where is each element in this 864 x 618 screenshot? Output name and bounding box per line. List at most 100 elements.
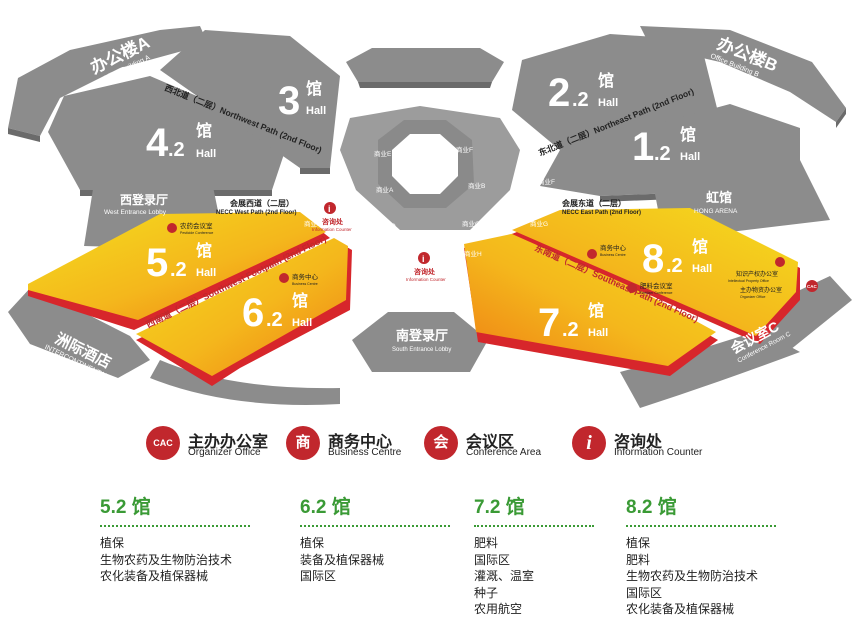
svg-text:4: 4: [146, 121, 169, 165]
pesticide-office-marker[interactable]: 农药会议室 Pesticide Conference: [167, 221, 213, 235]
svg-text:Hall: Hall: [196, 267, 216, 279]
hall-5-2[interactable]: [28, 212, 330, 330]
hall-8-2[interactable]: [512, 208, 800, 344]
hall-title: 7.2 馆: [474, 497, 525, 518]
conference-icon: 会: [424, 426, 458, 460]
svg-text:农药会议室: 农药会议室: [180, 221, 213, 230]
svg-text:CAC: CAC: [807, 284, 817, 289]
svg-text:咨询处: 咨询处: [414, 267, 436, 276]
svg-text:商务中心: 商务中心: [600, 243, 627, 252]
hall-item: 灌溉、温室: [474, 569, 535, 583]
south-entrance-lobby[interactable]: [352, 312, 488, 372]
hall-4-2-label: 4 .2 馆 Hall: [146, 121, 216, 165]
west-path-en: NECC West Path (2nd Floor): [216, 210, 297, 216]
svg-text:Hall: Hall: [680, 151, 700, 163]
shop-g: 商业G: [530, 219, 548, 228]
hall-8-2-label: 8 .2 馆 Hall: [642, 237, 712, 281]
hong-arena-cn: 虹馆: [706, 190, 732, 205]
shop-f2: 商业F: [538, 177, 555, 186]
hall-item: 农化装备及植保器械: [100, 569, 209, 583]
svg-text:知识产权办公室: 知识产权办公室: [736, 270, 778, 278]
hall-6-2-label: 6 .2 馆 Hall: [242, 291, 312, 335]
svg-text:3: 3: [278, 79, 300, 123]
svg-text:馆: 馆: [196, 121, 212, 140]
organizer-office-map-marker[interactable]: CAC 主办物资办公室 Organizer Office: [740, 280, 818, 299]
hall-item: 农用航空: [474, 602, 523, 616]
hall-6-2[interactable]: [136, 238, 352, 386]
svg-text:Hall: Hall: [692, 263, 712, 275]
svg-text:Hall: Hall: [292, 317, 312, 329]
hall-title: 6.2 馆: [300, 497, 351, 518]
hall-item: 肥料: [474, 536, 499, 550]
shop-b: 商业B: [468, 181, 485, 190]
cac-icon: CAC: [146, 426, 180, 460]
svg-text:馆: 馆: [306, 79, 322, 98]
svg-text:Information Counter: Information Counter: [312, 227, 352, 232]
svg-text:馆: 馆: [598, 71, 614, 90]
svg-text:Information Counter: Information Counter: [406, 277, 446, 282]
intercontinental-hotel[interactable]: [8, 286, 150, 378]
shop-k: 商业K: [304, 219, 322, 228]
ip-office-marker[interactable]: 知识产权办公室 Intellectual Property Office: [728, 257, 785, 283]
svg-text:馆: 馆: [680, 125, 696, 144]
svg-text:.2: .2: [266, 309, 283, 331]
svg-text:.2: .2: [666, 255, 683, 277]
bottom-right-curve: [620, 330, 800, 408]
fertilizer-office-marker[interactable]: 肥料会议室 Fertilizer Conference: [627, 281, 673, 295]
hall-list-6-2: 6.2 馆 植保 装备及植保器械 国际区: [300, 492, 450, 585]
shop-e2: 商业E: [374, 149, 392, 158]
shop-e1: 商业E: [302, 179, 320, 188]
svg-text:.2: .2: [572, 89, 589, 111]
business-centre-82-marker[interactable]: 商务中心 Business Centre: [587, 243, 627, 259]
hall-2-2-label: 2 .2 馆 Hall: [548, 71, 618, 115]
top-center-block: [346, 48, 504, 88]
svg-text:.2: .2: [654, 143, 671, 165]
hall-item: 生物农药及生物防治技术: [100, 552, 233, 567]
svg-text:Pesticide Conference: Pesticide Conference: [180, 231, 213, 235]
shop-h: 商业H: [464, 249, 482, 258]
hall-item: 国际区: [474, 552, 511, 567]
svg-text:8: 8: [642, 237, 664, 281]
svg-text:.2: .2: [168, 139, 185, 161]
svg-text:馆: 馆: [588, 301, 604, 320]
hall-3[interactable]: [160, 30, 340, 174]
hall-1-2-label: 1 .2 馆 Hall: [632, 125, 700, 169]
hall-list-5-2: 5.2 馆 植保 生物农药及生物防治技术 农化装备及植保器械: [100, 492, 250, 585]
svg-text:Business Centre: Business Centre: [600, 253, 626, 257]
bottom-left-curve: [150, 360, 340, 405]
hall-list-7-2: 7.2 馆 肥料 国际区 灌溉、温室 种子 农用航空: [474, 492, 594, 618]
svg-text:Hall: Hall: [598, 97, 618, 109]
svg-text:2: 2: [548, 71, 570, 115]
hall-item: 装备及植保器械: [300, 552, 385, 567]
hall-7-2-label: 7 .2 馆 Hall: [538, 301, 608, 345]
shop-labels: 商业A 商业B 商业C 商业D 商业E 商业E 商业F 商业F 商业G 商业H …: [302, 145, 555, 258]
office-building-a[interactable]: [8, 26, 208, 142]
svg-text:馆: 馆: [196, 241, 212, 260]
venue-map: 办公楼A Office Building A 办公楼B Office Build…: [8, 26, 852, 408]
svg-text:1: 1: [632, 125, 654, 169]
info-icon: i: [572, 426, 606, 460]
info-counter-west[interactable]: i 咨询处 Information Counter: [312, 202, 352, 232]
hall-item: 种子: [474, 585, 499, 600]
svg-text:馆: 馆: [692, 237, 708, 256]
hall-5-2-label: 5 .2 馆 Hall: [146, 241, 216, 285]
svg-text:肥料会议室: 肥料会议室: [640, 281, 673, 290]
svg-text:6: 6: [242, 291, 264, 335]
svg-text:5: 5: [146, 241, 168, 285]
east-path-cn: 会展东道（二层）: [562, 198, 626, 208]
business-centre-62-marker[interactable]: 商务中心 Business Centre: [279, 272, 319, 286]
hall-3-label: 3 馆 Hall: [278, 79, 326, 123]
svg-text:Intellectual Property Office: Intellectual Property Office: [728, 279, 769, 283]
svg-text:Hall: Hall: [306, 105, 326, 117]
info-counter-south[interactable]: i 咨询处 Information Counter: [406, 252, 446, 282]
hall-item: 国际区: [300, 569, 337, 583]
svg-text:商务中心: 商务中心: [292, 272, 319, 281]
svg-text:i: i: [328, 204, 331, 214]
hall-item: 植保: [100, 536, 125, 550]
hall-7-2[interactable]: [464, 230, 718, 376]
svg-text:Fertilizer Conference: Fertilizer Conference: [640, 291, 673, 295]
south-lobby-cn: 南登录厅: [396, 328, 448, 343]
svg-text:Organizer Office: Organizer Office: [740, 295, 765, 299]
hall-title: 5.2 馆: [100, 497, 151, 518]
hall-item: 农化装备及植保器械: [626, 602, 735, 616]
